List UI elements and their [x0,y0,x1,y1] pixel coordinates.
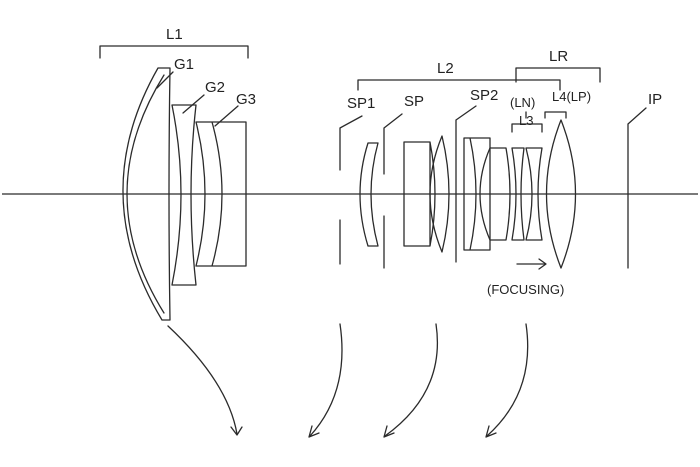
lens-g2 [171,104,197,286]
lens-g3 [195,121,247,267]
g1-leader [156,71,174,89]
lens-l3b [525,147,543,241]
lr-label: LR [549,48,568,65]
g3-leader [214,105,239,127]
g2-label: G2 [205,79,225,96]
curved-arrows [167,323,529,438]
curved-arrow-4 [485,323,529,438]
lens-l3a [511,147,525,241]
focusing-arrow [516,258,547,270]
ln-label: (LN) [510,95,535,110]
l4-bracket [544,111,567,119]
lens-l2c [429,135,450,253]
l1-bracket [99,45,249,59]
l4-label: L4(LP) [552,89,591,104]
lens-l2e [479,147,511,241]
g3-label: G3 [236,91,256,108]
lens-l2a [359,142,379,247]
stop-sp [383,113,403,269]
focusing-label: (FOCUSING) [487,282,564,297]
g1-label: G1 [174,56,194,73]
lens-l2d [463,137,491,251]
curved-arrow-1 [167,325,243,436]
ip-label: IP [648,91,662,108]
lens-g1 [122,67,171,321]
sp1-label: SP1 [347,95,375,112]
l3-label: L3 [519,113,533,128]
g2-leader [182,94,205,114]
image-plane [627,107,647,269]
sp2-label: SP2 [470,87,498,104]
stop-sp2 [455,105,477,263]
l2-bracket [357,79,561,91]
lens-l2b [403,141,436,247]
l1-label: L1 [166,26,183,43]
sp-label: SP [404,93,424,110]
l3-bracket [511,123,543,133]
stop-sp1 [339,115,363,265]
curved-arrow-2 [308,323,343,438]
l2-label: L2 [437,60,454,77]
curved-arrow-3 [383,323,439,438]
lr-bracket [515,67,601,83]
lens-l4 [545,119,577,269]
